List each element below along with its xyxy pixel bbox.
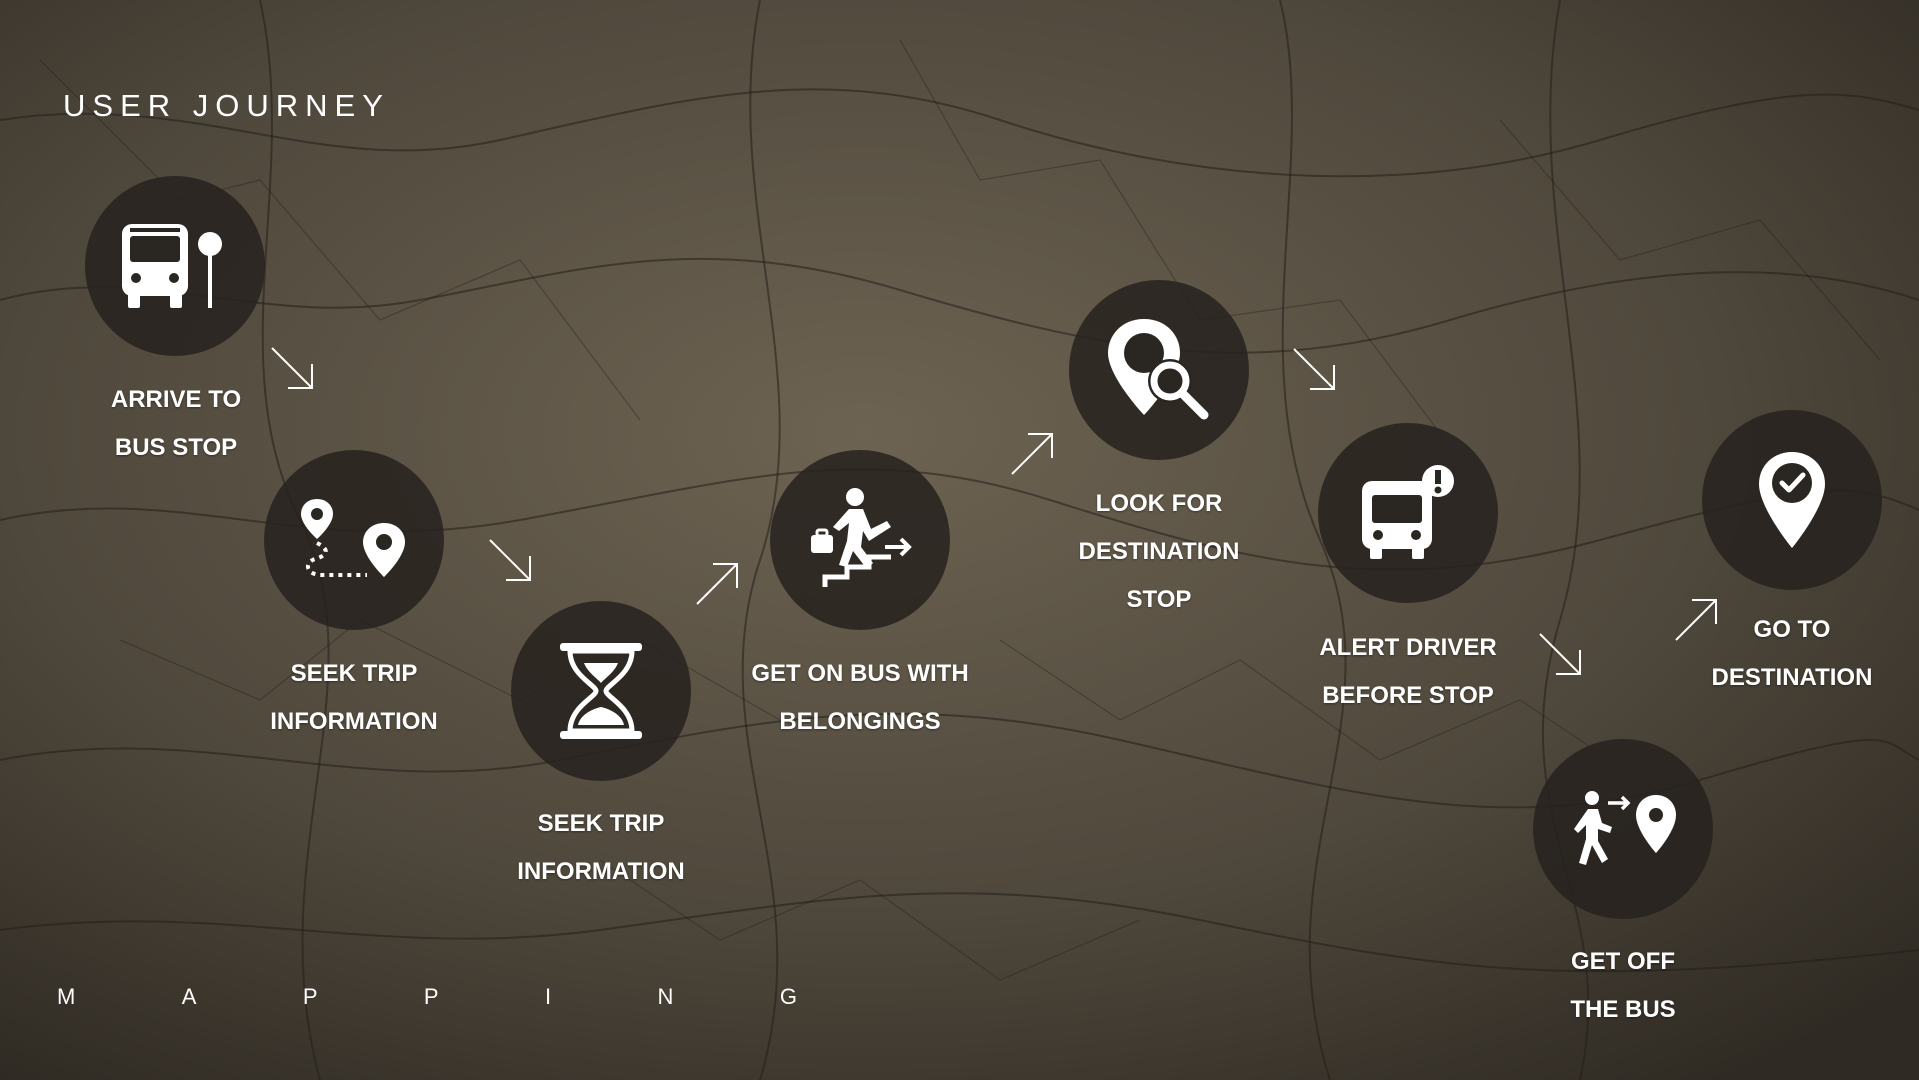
bus-stop-icon: [122, 224, 222, 308]
step-label-get-off: GET OFF THE BUS: [1570, 948, 1676, 1023]
step-circle-seek-wait: [511, 601, 691, 781]
arrow-up-right-icon: [1675, 599, 1717, 641]
location-search-icon: [1108, 319, 1209, 420]
step-label-go: GO TO DESTINATION: [1711, 616, 1873, 691]
arrow-up-right-icon: [696, 563, 738, 605]
step-circle-arrive: [85, 176, 265, 356]
arrow-up-right-icon: [1011, 433, 1053, 475]
arrow-down-right-icon: [271, 347, 313, 389]
step-label-seek-wait: SEEK TRIP INFORMATION: [517, 810, 685, 885]
step-label-seek-route: SEEK TRIP INFORMATION: [270, 660, 438, 735]
route-icon: [301, 499, 405, 577]
bus-alert-icon: [1362, 465, 1454, 559]
location-check-icon: [1759, 452, 1825, 548]
step-circle-seek-route: [264, 450, 444, 630]
arrow-down-right-icon: [1539, 633, 1581, 675]
step-label-board: GET ON BUS WITH BELONGINGS: [751, 660, 969, 735]
step-circle-go: [1702, 410, 1882, 590]
page-title: USER JOURNEY: [63, 88, 390, 123]
step-circle-alert: [1318, 423, 1498, 603]
arrow-down-right-icon: [1293, 348, 1335, 390]
step-circle-look: [1069, 280, 1249, 460]
step-label-look: LOOK FOR DESTINATION STOP: [1078, 490, 1240, 613]
step-circle-get-off: [1533, 739, 1713, 919]
step-label-alert: ALERT DRIVER BEFORE STOP: [1319, 634, 1497, 709]
arrow-down-right-icon: [489, 539, 531, 581]
hourglass-icon: [560, 643, 642, 739]
mapping-subtitle: M A P P I N G: [57, 984, 797, 1009]
walk-to-pin-icon: [1574, 791, 1676, 865]
step-label-arrive: ARRIVE TO BUS STOP: [110, 386, 242, 461]
boarding-icon: [811, 488, 912, 587]
step-circle-board: [770, 450, 950, 630]
